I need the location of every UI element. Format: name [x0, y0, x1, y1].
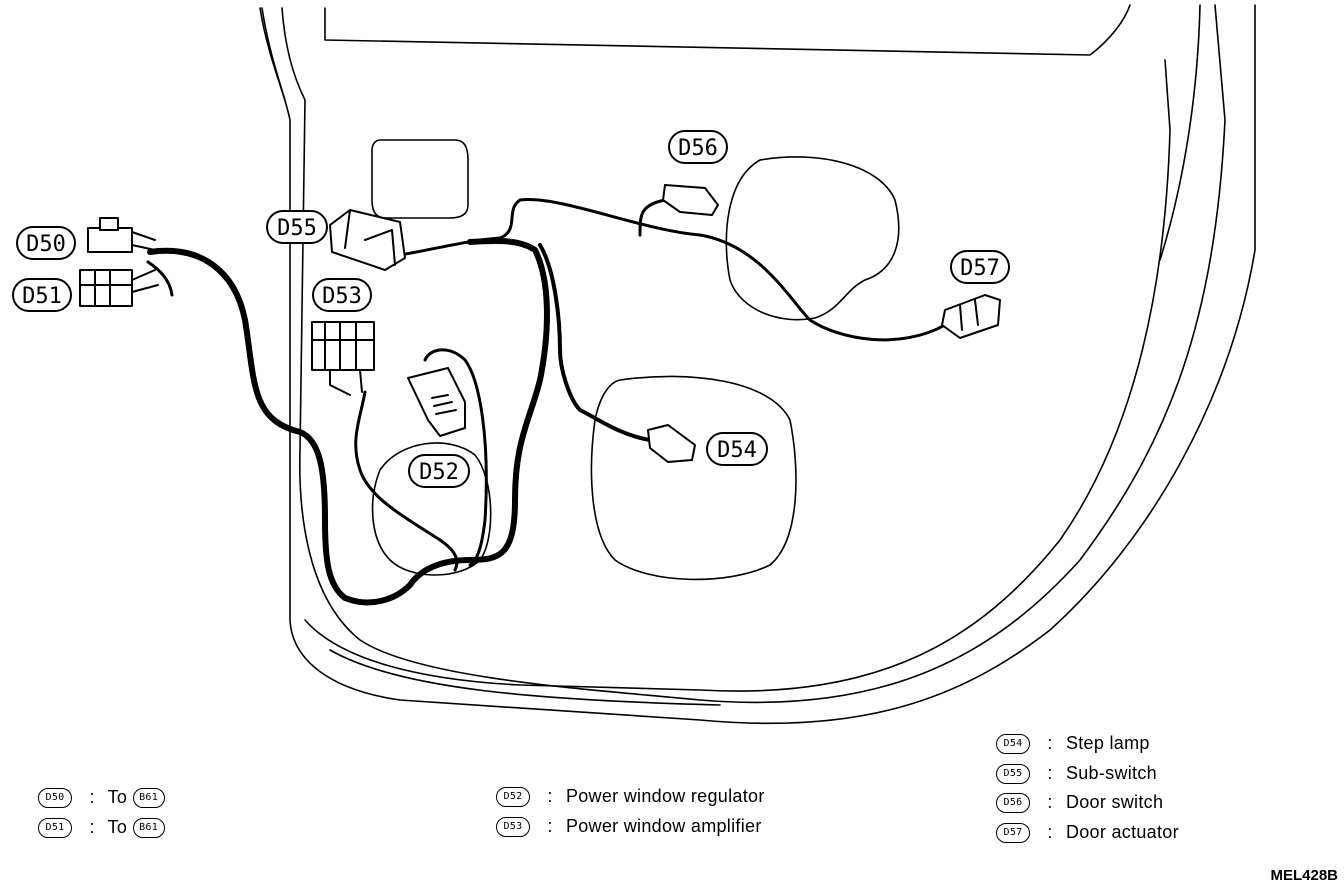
access-hole-d54	[590, 375, 797, 581]
legend-code: D55	[996, 764, 1030, 785]
callout-d57: D57	[950, 250, 1010, 284]
callout-d55: D55	[266, 210, 328, 244]
connector-d52-shape	[407, 367, 466, 437]
branch-wires	[146, 198, 947, 572]
legend-text: To	[107, 787, 128, 807]
connector-d55-shape	[329, 209, 406, 271]
legend-item-d56: D56 : Door switch	[996, 792, 1164, 814]
legend-text: Door actuator	[1065, 822, 1179, 842]
connector-d54-shape	[647, 424, 696, 463]
callout-d50: D50	[16, 226, 76, 260]
legend-item-d50: D50 : To B61	[38, 787, 165, 809]
connector-d53-shape	[311, 321, 375, 396]
callout-d56: D56	[668, 130, 728, 164]
legend-code: D54	[996, 734, 1030, 755]
legend-separator: :	[89, 817, 95, 837]
legend-text: To	[107, 817, 128, 837]
legend-separator: :	[89, 787, 95, 807]
legend-code: D52	[496, 787, 530, 808]
legend-code: D56	[996, 793, 1030, 814]
door-panel-outline	[259, 4, 1256, 725]
legend-code: D57	[996, 823, 1030, 844]
legend-item-d53: D53 : Power window amplifier	[496, 816, 762, 838]
figure-code: MEL428B	[1270, 867, 1338, 884]
legend-item-d57: D57 : Door actuator	[996, 822, 1179, 844]
legend-text: Door switch	[1065, 792, 1164, 812]
connector-d56-shape	[662, 184, 719, 216]
connector-d51-shape	[79, 269, 159, 307]
callout-d52: D52	[408, 454, 470, 488]
legend-item-d51: D51 : To B61	[38, 817, 165, 839]
access-hole-d56	[725, 156, 900, 321]
legend-code: D50	[38, 788, 72, 809]
legend-separator: :	[1047, 822, 1053, 842]
legend-text: Sub-switch	[1065, 763, 1157, 783]
access-hole-upper	[371, 139, 469, 219]
connector-d50-shape	[87, 217, 156, 253]
legend-ref-code: B61	[132, 818, 165, 839]
connector-d57-shape	[941, 294, 1001, 339]
legend-separator: :	[1047, 792, 1053, 812]
legend-text: Step lamp	[1065, 733, 1150, 753]
callout-d54: D54	[706, 432, 768, 466]
callout-d53: D53	[312, 278, 372, 312]
legend-separator: :	[547, 786, 553, 806]
legend-separator: :	[1047, 733, 1053, 753]
legend-text: Power window regulator	[565, 786, 765, 806]
legend-text: Power window amplifier	[565, 816, 762, 836]
legend-separator: :	[1047, 763, 1053, 783]
main-harness	[147, 237, 652, 606]
callout-d51: D51	[12, 278, 72, 312]
legend-code: D53	[496, 817, 530, 838]
legend-item-d52: D52 : Power window regulator	[496, 786, 765, 808]
legend-code: D51	[38, 818, 72, 839]
legend-ref-code: B61	[132, 788, 165, 809]
legend-item-d55: D55 : Sub-switch	[996, 763, 1157, 785]
legend-separator: :	[547, 816, 553, 836]
legend-item-d54: D54 : Step lamp	[996, 733, 1150, 755]
